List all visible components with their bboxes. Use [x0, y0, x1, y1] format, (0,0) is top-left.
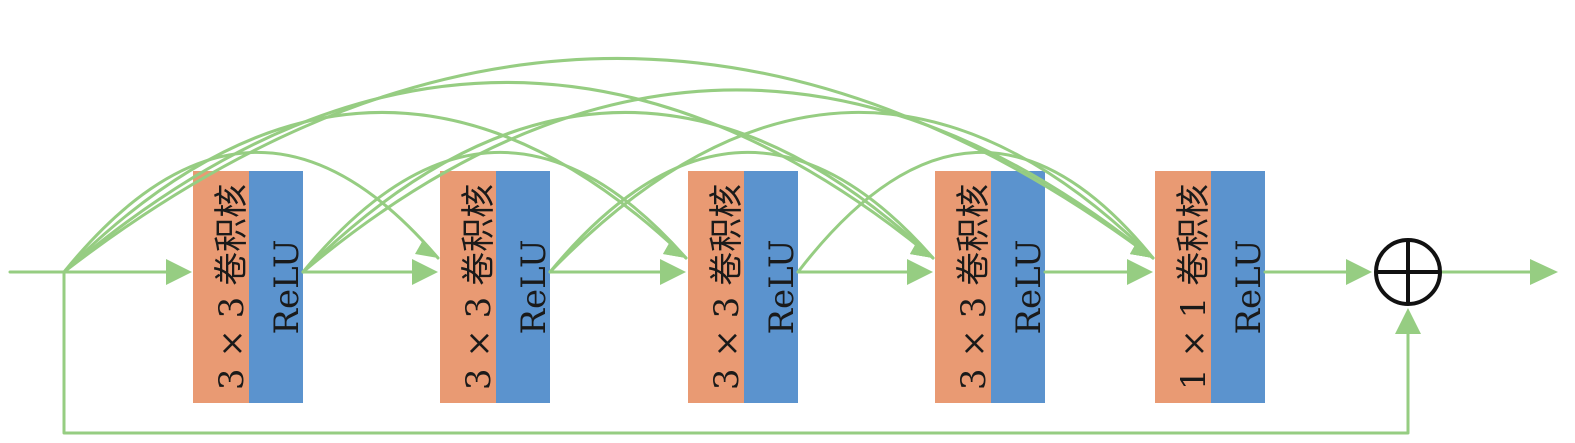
- block-5: 1 × 1 卷积核 ReLU: [1155, 171, 1269, 403]
- conv-layer-4: [935, 171, 991, 403]
- arrowhead: [663, 240, 686, 258]
- dense-arc-block-1-to-block-3: [301, 150, 688, 274]
- arrowhead: [1346, 259, 1372, 285]
- arrowhead: [907, 259, 933, 285]
- conv-layer-1: [193, 171, 249, 403]
- arrowhead: [1530, 259, 1558, 285]
- relu-layer-3: [744, 171, 798, 403]
- relu-label-2: ReLU: [514, 239, 554, 334]
- dense-arc-block-1-to-block-4: [301, 110, 935, 274]
- dense-arc-input-to-block-4: [62, 80, 935, 274]
- conv-label-4: 3 × 3 卷积核: [954, 184, 994, 390]
- block-1: 3 × 3 卷积核 ReLU: [193, 171, 307, 403]
- dense-arc-block-2-to-block-4: [548, 150, 935, 274]
- conv-label-5: 1 × 1 卷积核: [1174, 184, 1214, 390]
- arrowhead: [415, 240, 438, 258]
- arrowhead: [1395, 308, 1421, 334]
- arrowhead: [910, 240, 933, 258]
- relu-layer-1: [249, 171, 303, 403]
- relu-label-1: ReLU: [267, 239, 307, 334]
- dense-arc-block-3-to-block-5: [796, 150, 1155, 274]
- conv-layer-5: [1155, 171, 1211, 403]
- arrowhead: [660, 259, 686, 285]
- block-2: 3 × 3 卷积核 ReLU: [440, 171, 554, 403]
- relu-layer-2: [496, 171, 550, 403]
- dense-arc-block-1-to-block-5: [301, 88, 1155, 274]
- circle-plus-icon: [1374, 238, 1442, 306]
- conv-label-1: 3 × 3 卷积核: [212, 184, 252, 390]
- conv-label-3: 3 × 3 卷积核: [707, 184, 747, 390]
- global-skip-connection: [62, 270, 1410, 435]
- dense-arc-input-to-block-5: [62, 57, 1155, 274]
- relu-label-4: ReLU: [1009, 239, 1049, 334]
- block-3: 3 × 3 卷积核 ReLU: [688, 171, 802, 403]
- arrowhead: [412, 259, 438, 285]
- relu-layer-4: [991, 171, 1045, 403]
- dense-arc-block-2-to-block-5: [548, 111, 1155, 274]
- arrowhead: [1130, 240, 1153, 258]
- conv-layer-3: [688, 171, 744, 403]
- block-4: 3 × 3 卷积核 ReLU: [935, 171, 1049, 403]
- relu-layer-5: [1211, 171, 1265, 403]
- conv-label-2: 3 × 3 卷积核: [459, 184, 499, 390]
- arrowhead: [166, 259, 192, 285]
- conv-layer-2: [440, 171, 496, 403]
- dense-arc-input-to-block-3: [62, 110, 688, 274]
- relu-label-3: ReLU: [762, 239, 802, 334]
- arrowhead: [1127, 259, 1153, 285]
- relu-label-5: ReLU: [1229, 239, 1269, 334]
